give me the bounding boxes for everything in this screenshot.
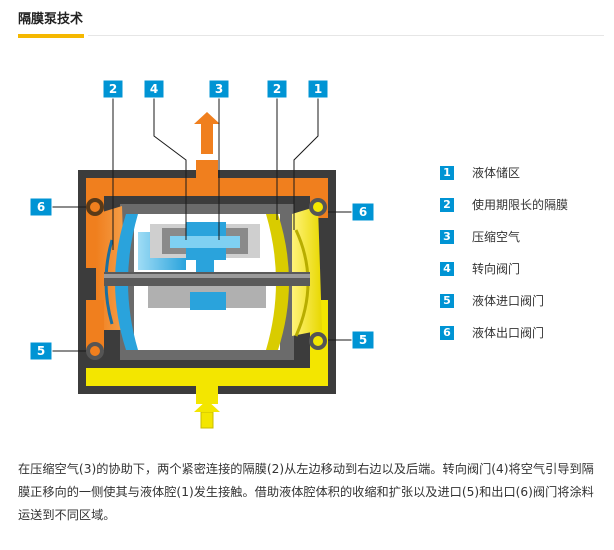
- svg-text:6: 6: [359, 205, 367, 219]
- callout-3: 3: [208, 79, 230, 99]
- leader-lines: [52, 97, 352, 352]
- legend-item-diaphragm: 2 使用期限长的隔膜: [440, 198, 610, 230]
- description-text: 在压缩空气(3)的协助下，两个紧密连接的隔膜(2)从左边移动到右边以及后端。转向…: [18, 462, 594, 522]
- legend-item-diverter-valve: 4 转向阀门: [440, 262, 610, 294]
- legend-badge: 6: [440, 326, 454, 340]
- legend-label: 压缩空气: [472, 230, 521, 244]
- legend-item-inlet-valve: 5 液体进口阀门: [440, 294, 610, 326]
- legend-label: 转向阀门: [472, 262, 521, 276]
- legend-label: 液体出口阀门: [472, 326, 545, 340]
- svg-text:5: 5: [37, 344, 45, 358]
- callout-1: 1: [307, 79, 329, 99]
- svg-text:3: 3: [215, 82, 223, 96]
- callout-2-right: 2: [266, 79, 288, 99]
- svg-text:6: 6: [37, 200, 45, 214]
- legend-label: 使用期限长的隔膜: [472, 198, 569, 212]
- legend-label: 液体进口阀门: [472, 294, 545, 308]
- callout-5-left: 5: [29, 341, 53, 361]
- legend-badge: 5: [440, 294, 454, 308]
- callout-5-right: 5: [351, 330, 375, 350]
- legend: 1 液体储区 2 使用期限长的隔膜 3 压缩空气 4 转向阀门 5 液体进口阀门…: [440, 166, 610, 358]
- callout-6-right: 6: [351, 202, 375, 222]
- connecting-shaft: [104, 272, 310, 310]
- svg-text:4: 4: [150, 82, 158, 96]
- legend-item-outlet-valve: 6 液体出口阀门: [440, 326, 610, 358]
- svg-text:2: 2: [273, 82, 281, 96]
- inlet-arrow: [194, 400, 220, 429]
- legend-badge: 4: [440, 262, 454, 276]
- legend-badge: 2: [440, 198, 454, 212]
- callout-6-left: 6: [29, 197, 53, 217]
- legend-badge: 1: [440, 166, 454, 180]
- callout-4: 4: [143, 79, 165, 99]
- svg-text:2: 2: [109, 82, 117, 96]
- legend-label: 液体储区: [472, 166, 521, 180]
- page-title: 隔膜泵技术: [18, 12, 84, 27]
- air-chamber: [138, 222, 260, 310]
- valve-balls: [86, 198, 327, 360]
- legend-item-liquid-reservoir: 1 液体储区: [440, 166, 610, 198]
- callout-2-left: 2: [102, 79, 124, 99]
- header-divider: [88, 35, 604, 36]
- svg-text:5: 5: [359, 333, 367, 347]
- legend-item-compressed-air: 3 压缩空气: [440, 230, 610, 262]
- title-underline: [18, 34, 84, 38]
- legend-badge: 3: [440, 230, 454, 244]
- svg-text:1: 1: [314, 82, 322, 96]
- outlet-arrow: [194, 112, 220, 154]
